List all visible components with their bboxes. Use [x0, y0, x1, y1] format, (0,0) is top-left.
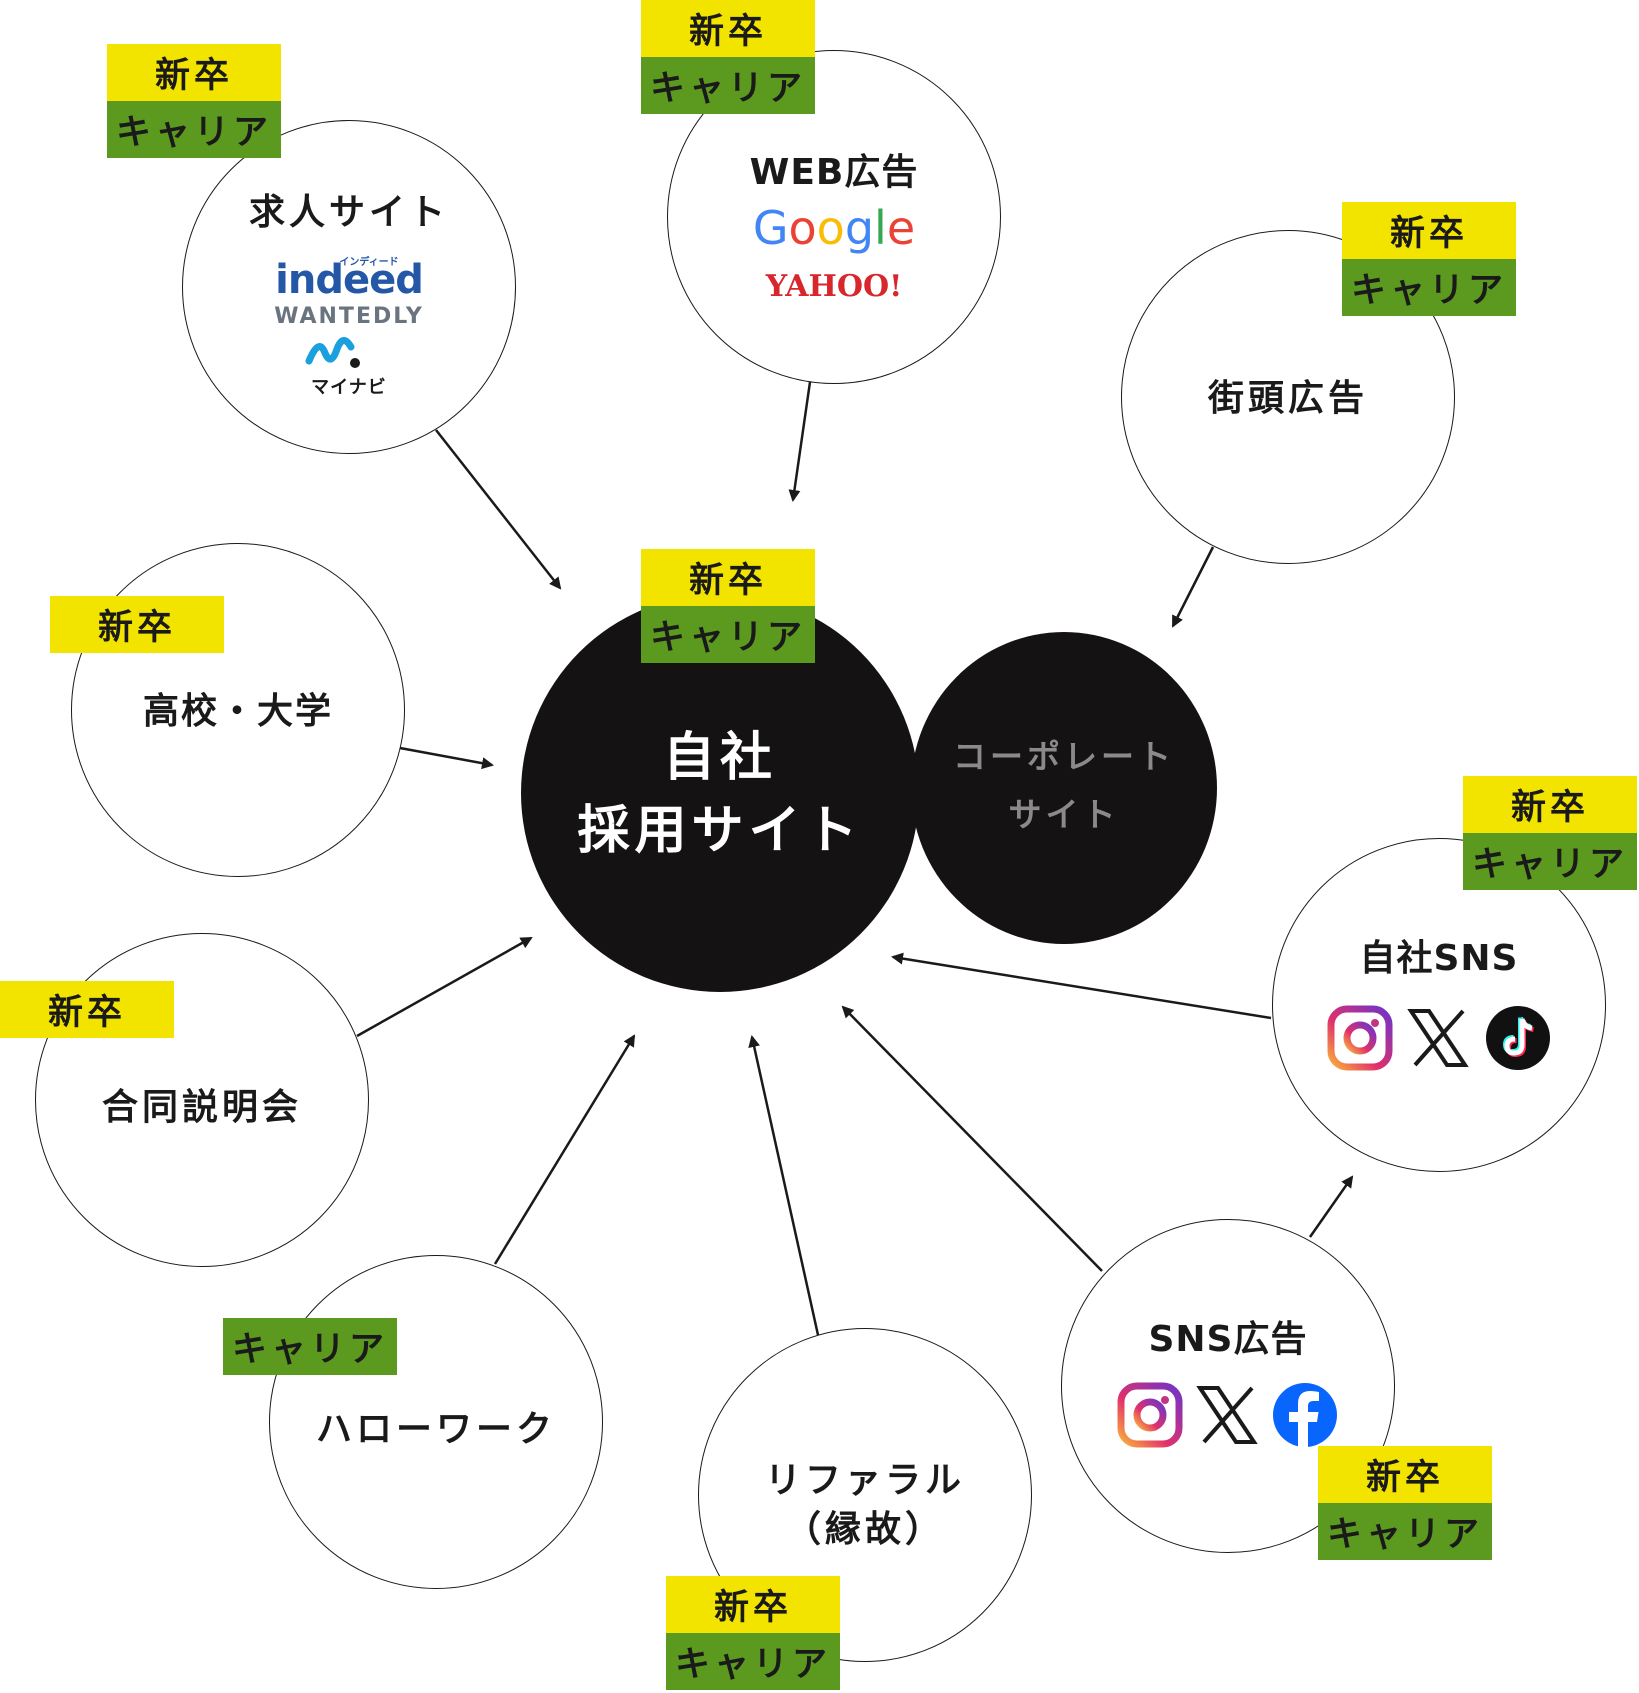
- corporate-site-node: コーポレート サイト: [911, 632, 1217, 944]
- referral-label: リファラル （縁故）: [764, 1460, 965, 1550]
- tag-new-grad: 新卒: [0, 981, 174, 1038]
- arrow-street-ads-to-corporate: [1171, 546, 1215, 628]
- tag-new-grad: 新卒: [641, 549, 815, 606]
- arrow-job-sites-to-hub: [435, 429, 562, 590]
- mynavi-logo: マイナビ: [311, 377, 387, 398]
- tag-career: キャリア: [641, 606, 815, 663]
- tag-career: キャリア: [1318, 1503, 1492, 1560]
- yahoo-logo: YAHOO!: [765, 269, 903, 304]
- tag-new-grad: 新卒: [50, 596, 224, 653]
- schools-node: 高校・大学: [71, 543, 405, 877]
- arrow-sns-ads-to-hub: [841, 1005, 1103, 1272]
- job-fair-label: 合同説明会: [101, 1087, 302, 1128]
- arrow-schools-to-hub: [399, 746, 494, 770]
- tag-new-grad: 新卒: [1342, 202, 1516, 259]
- tiktok-icon: [1486, 1006, 1550, 1070]
- hello-work-node: ハローワーク: [269, 1255, 603, 1589]
- sns-ads-node: SNS広告: [1061, 1219, 1395, 1553]
- arrow-referral-to-hub: [748, 1035, 820, 1336]
- tag-new-grad: 新卒: [666, 1576, 840, 1633]
- arrow-job-fair-to-hub: [356, 936, 533, 1038]
- tag-new-grad: 新卒: [107, 44, 281, 101]
- tag-career: キャリア: [107, 101, 281, 158]
- street-ads-label: 街頭広告: [1207, 378, 1368, 419]
- arrow-hello-work-to-hub: [493, 1034, 636, 1265]
- corporate-site-label: コーポレート サイト: [953, 737, 1175, 834]
- hello-work-label: ハローワーク: [315, 1409, 556, 1450]
- facebook-icon: [1273, 1383, 1337, 1448]
- arrow-web-ads-to-hub: [788, 381, 812, 502]
- tag-new-grad: 新卒: [1463, 776, 1637, 833]
- own-sns-label: 自社SNS: [1359, 938, 1519, 979]
- wantedly-logo: WANTEDLY: [274, 304, 424, 329]
- job-sites-node: 求人サイト インディード indeed WANTEDLY マイナビ: [182, 120, 516, 454]
- web-ads-label: WEB広告: [749, 152, 919, 193]
- tag-new-grad: 新卒: [641, 0, 815, 57]
- arrow-own-sns-to-hub: [891, 952, 1272, 1020]
- indeed-small-label: インディード: [339, 257, 399, 268]
- tag-career: キャリア: [666, 1633, 840, 1690]
- sns-ads-label: SNS広告: [1148, 1319, 1308, 1360]
- own-sns-node: 自社SNS: [1272, 838, 1606, 1172]
- indeed-logo: indeed: [275, 257, 424, 303]
- tag-new-grad: 新卒: [1318, 1446, 1492, 1503]
- tag-career: キャリア: [641, 57, 815, 114]
- tag-career: キャリア: [1342, 259, 1516, 316]
- schools-label: 高校・大学: [142, 691, 333, 732]
- mynavi-mark-icon: [305, 337, 360, 368]
- instagram-icon: [1327, 1005, 1393, 1071]
- tag-career: キャリア: [223, 1318, 397, 1375]
- google-logo: Google: [752, 201, 916, 255]
- arrow-sns-ads-to-own-sns: [1308, 1175, 1354, 1238]
- x-icon: [1196, 1386, 1258, 1444]
- tag-career: キャリア: [1463, 833, 1637, 890]
- own-recruiting-site-label: 自社 採用サイト: [577, 728, 863, 861]
- instagram-icon: [1117, 1382, 1183, 1448]
- job-sites-label: 求人サイト: [248, 192, 449, 233]
- x-icon: [1407, 1009, 1469, 1067]
